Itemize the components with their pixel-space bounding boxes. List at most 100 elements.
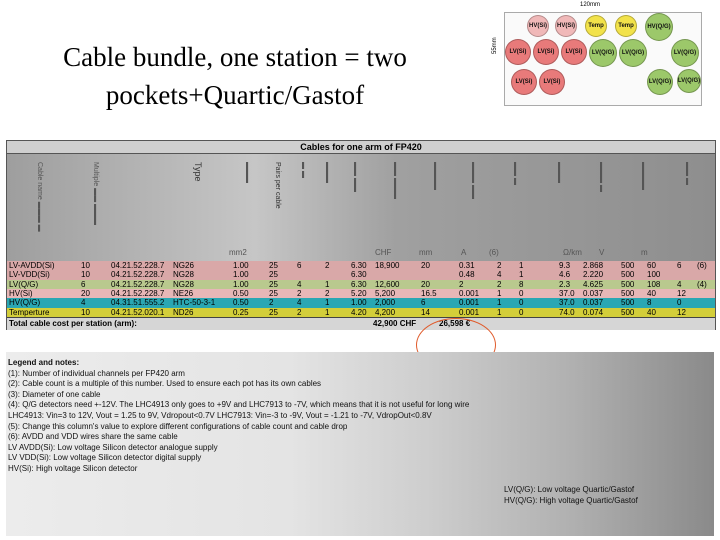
table-cell-type: NG26: [173, 261, 194, 270]
header-blur: ▬ ▬: [300, 162, 307, 178]
table-cell-b: 1: [519, 261, 524, 270]
unit: A: [461, 248, 467, 257]
table-cell-type: NG28: [173, 279, 194, 289]
table-cell-type: NE26: [173, 288, 194, 298]
table-cell-ohm: 37.0: [559, 298, 575, 308]
table-cell-area: 1.00: [233, 270, 249, 280]
table-cell-sum: 2,000: [375, 298, 396, 308]
header-blur: ▬▬▬▬: [432, 162, 439, 190]
table-cell-type: NG28: [173, 270, 194, 280]
header-blur: ▬▬ ▬: [684, 162, 691, 185]
unit: mm2: [229, 248, 247, 257]
table-cell-b: 0: [519, 307, 524, 317]
table-cell-ohm: 4.6: [559, 270, 571, 280]
connector-circle: HV(Si): [555, 15, 577, 37]
legend-notes: Legend and notes:(1): Number of individu…: [6, 352, 714, 536]
table-cell-type: HTC-50-3-1: [173, 298, 216, 308]
table-cell-k: 100: [647, 270, 661, 280]
total-label: Total cable cost per station (arm):: [9, 319, 137, 328]
connector-circle: LV(Si): [511, 69, 537, 95]
table-cell-amp: 0.31: [459, 261, 475, 270]
table-cell-name: LV-VDD(Si): [9, 270, 50, 280]
table-cell-drop: 0.037: [583, 288, 604, 298]
legend-line: LHC4913: Vin=3 to 12V, Vout = 1.25 to 9V…: [8, 411, 432, 420]
table-cell-area: 1.00: [233, 261, 249, 270]
connector-circle: LV(Q/G): [677, 69, 701, 93]
table-cell-sum: 18,900: [375, 261, 400, 270]
table-cell-drop: 0.074: [583, 307, 604, 317]
header-blur: ▬▬ ▬: [512, 162, 519, 185]
table-cell-pairs: 25: [269, 270, 278, 280]
table-cell-x: 0: [677, 298, 682, 308]
header-blur: ▬▬ ▬▬▬: [392, 162, 399, 199]
table-cell-c1: 10: [81, 270, 90, 280]
table-cell-x: 6: [677, 261, 682, 270]
table-cell-dia: 16.5: [421, 288, 437, 298]
legend-line-right: LV(Q/G): Low voltage Quartic/Gastof: [504, 485, 635, 494]
legend-line: (3): Diameter of one cable: [8, 389, 101, 399]
table-cell-ohm: 37.0: [559, 288, 575, 298]
header-pairs: Pairs per cable: [274, 162, 281, 209]
legend-line: (1): Number of individual channels per F…: [8, 368, 185, 378]
table-cell-len: 500: [621, 298, 635, 308]
connector-circle: LV(Si): [533, 39, 559, 65]
connector-circle: LV(Si): [505, 39, 531, 65]
table-cell-a: 2: [497, 279, 502, 289]
table-cell-x: 4: [677, 279, 682, 289]
total-row: Total cable cost per station (arm): 42,9…: [7, 317, 715, 330]
table-cell-area: 0.50: [233, 288, 249, 298]
legend-line: LV AVDD(Si): Low voltage Silicon detecto…: [8, 442, 218, 452]
unit: V: [599, 248, 605, 257]
table-cell-amp: 0.001: [459, 298, 480, 308]
legend-line: (2): Cable count is a multiple of this n…: [8, 379, 322, 389]
legend-line-right: HV(Q/G): High voltage Quartic/Gastof: [504, 495, 638, 505]
table-cell-sum: 12,600: [375, 279, 400, 289]
connector-circle: Temp: [585, 15, 607, 37]
header-blur: ▬▬▬: [324, 162, 331, 183]
units-row: mm2 CHF mm A (6) Ω/km V m: [7, 248, 715, 259]
table-cell-b: 1: [519, 270, 524, 280]
table-title: Cables for one arm of FP420: [7, 141, 715, 154]
cable-table: Cables for one arm of FP420 Cable name ▬…: [6, 140, 716, 330]
table-cell-c1: 20: [81, 288, 90, 298]
legend-line: (5): Change this column's value to explo…: [8, 421, 348, 431]
header-blur: ▬▬▬ ▬▬: [470, 162, 477, 199]
connector-circle: LV(Q/G): [619, 39, 647, 67]
table-cell-ch: 2: [297, 288, 302, 298]
table-cell-ohm: 9.3: [559, 261, 571, 270]
table-cell-y: (4): [697, 279, 707, 289]
table-cell-part: 04.21.52.228.7: [111, 270, 165, 280]
connector-circle: LV(Si): [561, 39, 587, 65]
table-cell-ch: 4: [297, 279, 302, 289]
table-cell-part: 04.21.52.020.1: [111, 307, 165, 317]
table-cell-drop: 2.868: [583, 261, 604, 270]
header-blur: ▬▬▬▬: [640, 162, 647, 190]
width-dimension-label: 120mm: [580, 2, 601, 8]
legend-line: (6): AVDD and VDD wires share the same c…: [8, 432, 178, 442]
table-cell-ohm: 2.3: [559, 279, 571, 289]
header-blur: ▬▬ ▬▬: [352, 162, 359, 192]
table-cell-a: 2: [497, 261, 502, 270]
table-cell-cbl: 1: [325, 298, 330, 308]
unit: Ω/km: [563, 248, 582, 257]
connector-circle: LV(Q/G): [671, 39, 699, 67]
legend-line: LV VDD(Si): Low voltage Silicon detector…: [8, 453, 202, 463]
table-cell-k: 40: [647, 307, 656, 317]
unit: mm: [419, 248, 433, 257]
header-blur: Multiple ▬▬ ▬▬▬: [92, 162, 99, 226]
table-cell-dia: 6: [421, 298, 426, 308]
table-cell-ch: 4: [297, 298, 302, 308]
table-cell-c1: 4: [81, 298, 86, 308]
table-cell-cbl: 2: [325, 288, 330, 298]
unit: CHF: [375, 248, 392, 257]
header-blur: ▬▬▬ ▬: [598, 162, 605, 192]
header-blur: ▬▬▬: [244, 162, 251, 183]
connector-circle: LV(Q/G): [647, 69, 673, 95]
table-cell-k: 60: [647, 261, 656, 270]
height-dimension-label: 55mm: [492, 37, 498, 54]
table-cell-cost: 5.20: [351, 288, 367, 298]
table-cell-a: 1: [497, 307, 502, 317]
table-cell-cbl: 2: [325, 261, 330, 270]
total-chf: 42,900 CHF: [373, 319, 417, 328]
